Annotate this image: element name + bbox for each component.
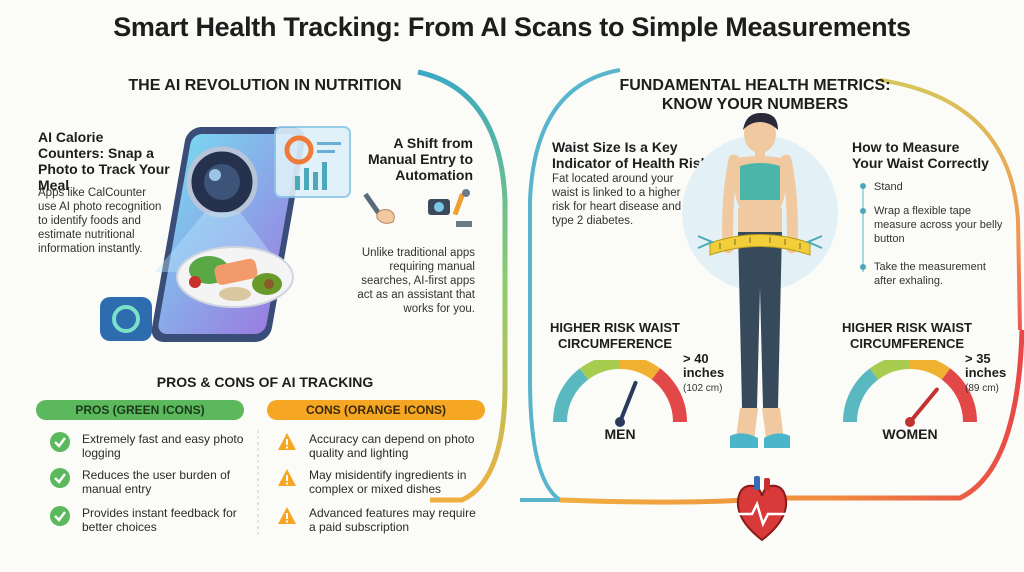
automation-shift-body: Unlike traditional apps requiring manual… — [357, 247, 475, 315]
con-text: Accuracy can depend on photo quality and… — [309, 432, 475, 460]
pros-list: Extremely fast and easy photo logging Re… — [50, 432, 250, 542]
health-metrics-heading: FUNDAMENTAL HEALTH METRICS: KNOW YOUR NU… — [619, 77, 891, 113]
warning-icon — [278, 433, 296, 450]
con-text: May misidentify ingredients in complex o… — [309, 468, 467, 496]
men-gauge-heading: HIGHER RISK WAIST CIRCUMFERENCE — [549, 320, 680, 351]
men-risk-gauge — [553, 360, 687, 427]
robot-arm-camera-icon — [428, 189, 472, 227]
list-item: Extremely fast and easy photo logging — [50, 432, 250, 468]
pro-text: Extremely fast and easy photo logging — [82, 432, 244, 460]
measure-step: Stand — [874, 181, 903, 193]
step-bullet — [860, 183, 866, 189]
women-threshold-metric: (89 cm) — [965, 383, 999, 394]
cons-list: Accuracy can depend on photo quality and… — [277, 432, 482, 542]
measure-step: Take the measurement after exhaling. — [874, 261, 986, 287]
men-threshold-metric: (102 cm) — [683, 383, 723, 394]
women-gauge-heading: HIGHER RISK WAIST CIRCUMFERENCE — [841, 320, 972, 351]
list-item: May misidentify ingredients in complex o… — [277, 468, 482, 506]
phone-food-scan-illustration — [100, 126, 351, 342]
pro-text: Reduces the user burden of manual entry — [82, 468, 231, 496]
warning-icon — [278, 469, 296, 486]
hand-writing-icon — [363, 192, 395, 224]
measure-waist-title: How to Measure Your Waist Correctly — [852, 139, 989, 171]
women-risk-gauge — [843, 360, 977, 427]
list-item: Accuracy can depend on photo quality and… — [277, 432, 482, 468]
waist-indicator-title: Waist Size Is a Key Indicator of Health … — [552, 139, 709, 171]
woman-measuring-waist-illustration — [682, 112, 838, 448]
step-bullet — [860, 208, 866, 214]
measure-step: Wrap a flexible tape measure across your… — [874, 205, 1003, 245]
automation-shift-title: A Shift from Manual Entry to Automation — [367, 135, 473, 183]
calorie-counter-title: AI Calorie Counters: Snap a Photo to Tra… — [38, 129, 170, 193]
warning-icon — [278, 507, 296, 524]
step-bullet — [860, 264, 866, 270]
pro-text: Provides instant feedback for better cho… — [82, 506, 237, 534]
list-item: Advanced features may require a paid sub… — [277, 506, 482, 542]
heart-icon — [736, 476, 788, 542]
list-item: Reduces the user burden of manual entry — [50, 468, 250, 506]
men-label: MEN — [604, 426, 636, 442]
page-title: Smart Health Tracking: From AI Scans to … — [113, 12, 911, 42]
gauge-needle — [615, 380, 638, 427]
pros-cons-heading: PROS & CONS OF AI TRACKING — [156, 374, 374, 390]
steps-line — [862, 184, 864, 272]
checkmark-icon — [50, 506, 70, 526]
men-threshold-value: > 40 inches — [683, 351, 725, 380]
checkmark-icon — [50, 468, 70, 488]
ai-nutrition-heading: THE AI REVOLUTION IN NUTRITION — [128, 77, 402, 94]
pros-label: PROS (GREEN ICONS) — [36, 400, 244, 420]
con-text: Advanced features may require a paid sub… — [309, 506, 476, 534]
women-threshold-value: > 35 inches — [965, 351, 1007, 380]
list-item: Provides instant feedback for better cho… — [50, 506, 250, 542]
women-label: WOMEN — [882, 426, 938, 442]
gauge-needle — [905, 387, 939, 427]
calorie-counter-body: Apps like CalCounter use AI photo recogn… — [38, 187, 162, 255]
cons-label: CONS (ORANGE ICONS) — [267, 400, 485, 420]
checkmark-icon — [50, 432, 70, 452]
waist-indicator-body: Fat located around your waist is linked … — [552, 173, 682, 227]
